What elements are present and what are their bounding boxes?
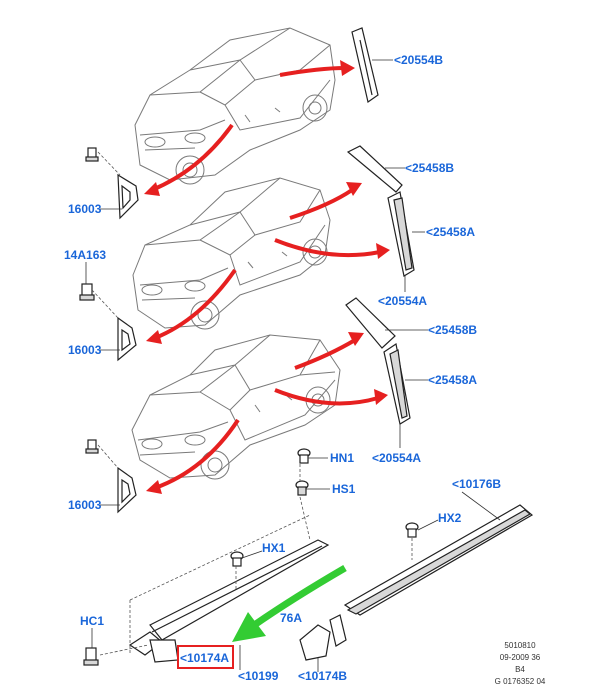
red-arrows bbox=[144, 60, 390, 494]
label-10174b: <10174B bbox=[298, 669, 347, 683]
red-arrowhead-icon bbox=[374, 389, 388, 405]
green-arrow-icon bbox=[232, 564, 347, 642]
red-arrowhead-icon bbox=[376, 243, 390, 259]
label-10176b: <10176B bbox=[452, 477, 501, 491]
label-10199: <10199 bbox=[238, 669, 279, 683]
clip-icon bbox=[85, 439, 99, 454]
car-wagon-illustration bbox=[131, 334, 341, 480]
clip-icon bbox=[295, 480, 309, 496]
red-arrow-icon bbox=[154, 418, 240, 490]
red-arrow-icon bbox=[274, 388, 379, 406]
meta-date: 09-2009 36 bbox=[500, 653, 541, 662]
red-arrowhead-icon bbox=[340, 60, 355, 76]
label-hx2: HX2 bbox=[438, 511, 462, 525]
red-arrowhead-icon bbox=[146, 330, 162, 344]
pillar-trim-parts bbox=[117, 27, 415, 514]
end-cap-10174a bbox=[149, 639, 179, 663]
label-20554a-mid: <20554A bbox=[372, 451, 421, 465]
label-hx1: HX1 bbox=[262, 541, 286, 555]
car-sedan-illustration bbox=[134, 27, 336, 185]
red-arrow-icon bbox=[151, 123, 234, 192]
red-arrowhead-icon bbox=[146, 480, 162, 494]
red-arrowhead-icon bbox=[144, 182, 160, 196]
label-14a163: 14A163 bbox=[64, 248, 106, 262]
label-10174a: <10174A bbox=[180, 651, 229, 665]
highlight-box bbox=[177, 645, 234, 669]
clip-icon bbox=[79, 283, 95, 301]
clip-icon bbox=[405, 522, 419, 538]
red-arrow-icon bbox=[274, 238, 381, 258]
label-hc1: HC1 bbox=[80, 614, 104, 628]
label-25458a-top: <25458A bbox=[426, 225, 475, 239]
clip-icon bbox=[230, 551, 244, 567]
red-arrowhead-icon bbox=[348, 332, 364, 346]
label-10176a-partial: 76A bbox=[280, 611, 302, 625]
label-25458b-mid: <25458B bbox=[428, 323, 477, 337]
sill-mouldings bbox=[128, 504, 534, 663]
car-hatchback-illustration bbox=[132, 177, 331, 330]
window-trim-25458b-top bbox=[346, 145, 403, 193]
label-16003-3: 16003 bbox=[68, 498, 102, 512]
clip-icon bbox=[83, 647, 99, 666]
label-20554a-top: <20554A bbox=[378, 294, 427, 308]
label-20554b: <20554B bbox=[394, 53, 443, 67]
label-25458b-top: <25458B bbox=[405, 161, 454, 175]
label-25458a-mid: <25458A bbox=[428, 373, 477, 387]
leader-lines bbox=[85, 59, 501, 672]
meta-code: B4 bbox=[515, 665, 525, 674]
red-arrow-icon bbox=[294, 338, 357, 370]
clips bbox=[79, 147, 419, 666]
clip-icon bbox=[85, 147, 99, 162]
red-arrow-icon bbox=[154, 268, 237, 340]
label-hn1: HN1 bbox=[330, 451, 354, 465]
end-cap-10174b bbox=[299, 624, 331, 661]
clip-icon bbox=[297, 448, 311, 464]
red-arrow-icon bbox=[279, 66, 346, 77]
red-arrow-icon bbox=[289, 188, 354, 220]
label-16003-2: 16003 bbox=[68, 343, 102, 357]
window-trim-25458b-mid bbox=[345, 297, 396, 349]
meta-ref-number: 5010810 bbox=[504, 641, 536, 650]
meta-drawing-id: G 0176352 04 bbox=[495, 677, 546, 686]
red-arrowhead-icon bbox=[346, 182, 362, 196]
label-hs1: HS1 bbox=[332, 482, 356, 496]
label-16003-1: 16003 bbox=[68, 202, 102, 216]
